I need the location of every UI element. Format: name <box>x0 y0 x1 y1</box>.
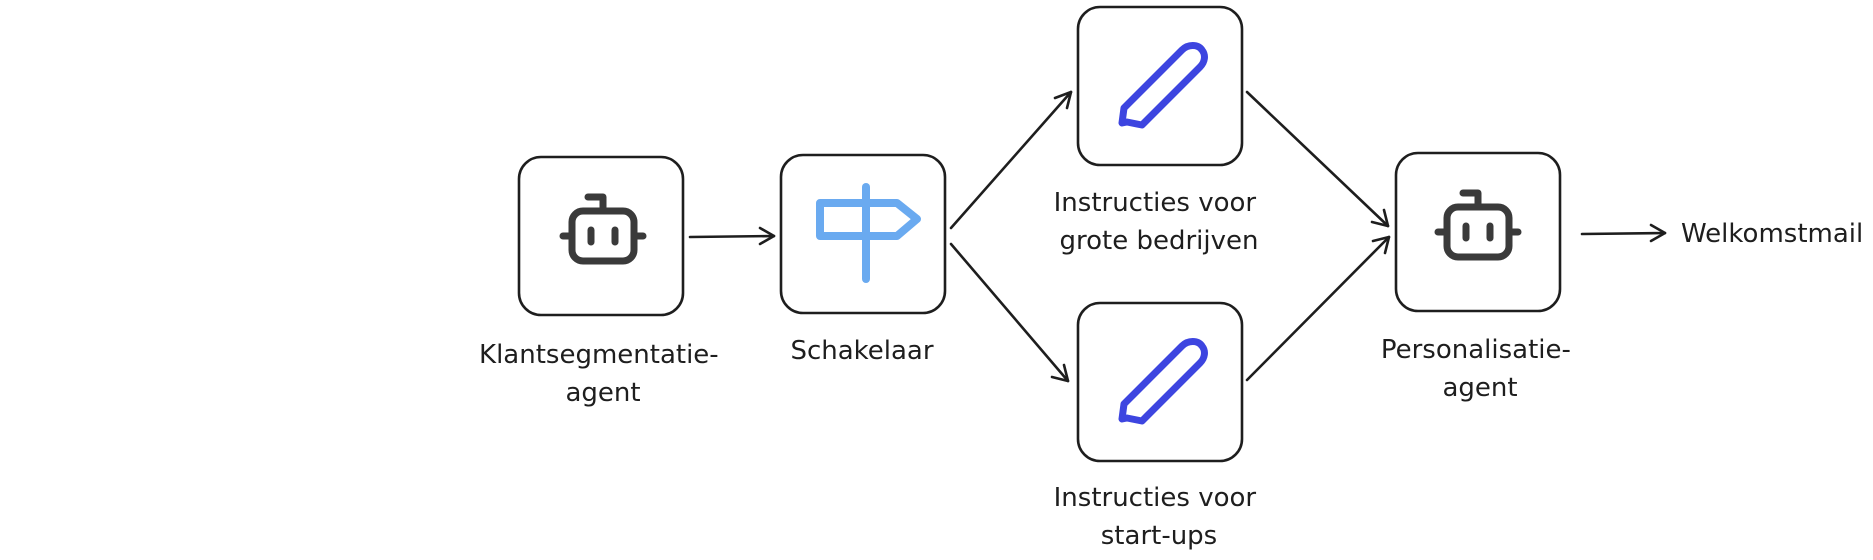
segmentation-agent-box <box>517 155 685 317</box>
output-label: Welkomstmail <box>1681 219 1863 249</box>
node-personalisation-agent[interactable]: Personalisatie- agent <box>1381 151 1579 403</box>
large-company-instructions-label: Instructies voor grote bedrijven <box>1054 188 1265 256</box>
startup-instructions-label: Instructies voor start-ups <box>1054 483 1265 551</box>
node-switch[interactable]: Schakelaar <box>779 153 947 366</box>
signpost-icon <box>816 183 921 283</box>
personalisation-agent-box <box>1394 151 1562 313</box>
arrow-segmentation-to-switch <box>688 226 776 246</box>
node-segmentation-agent[interactable]: Klantsegmentatie- agent <box>479 155 727 408</box>
node-startup-instructions[interactable]: Instructies voor start-ups <box>1054 301 1265 551</box>
arrow-personalisation-to-output <box>1580 223 1667 243</box>
arrow-large-company-to-personalisation <box>1245 90 1390 228</box>
switch-label: Schakelaar <box>790 336 933 366</box>
node-large-company-instructions[interactable]: Instructies voor grote bedrijven <box>1054 5 1265 256</box>
segmentation-agent-label: Klantsegmentatie- agent <box>479 340 727 408</box>
arrow-startups-to-personalisation <box>1245 235 1391 382</box>
personalisation-agent-label: Personalisatie- agent <box>1381 335 1579 403</box>
arrow-switch-to-startups <box>949 242 1070 383</box>
large-company-instructions-box <box>1076 5 1244 167</box>
arrow-switch-to-large-company <box>949 90 1073 230</box>
startup-instructions-box <box>1076 301 1244 463</box>
